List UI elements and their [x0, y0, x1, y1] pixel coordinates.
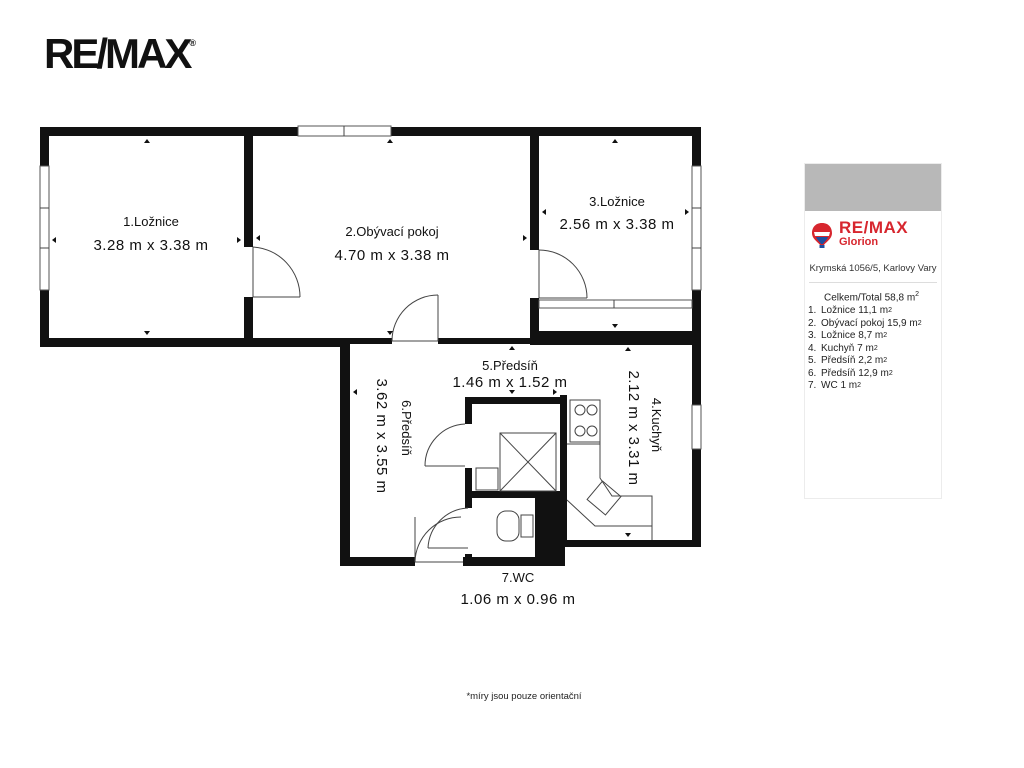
brand-block: RE/MAX Glorion	[811, 218, 941, 249]
registered-mark: ®	[189, 38, 196, 48]
fixtures	[475, 399, 653, 542]
address: Krymská 1056/5, Karlovy Vary	[809, 263, 937, 274]
office-name: Glorion	[839, 236, 879, 248]
wall-hall-left	[340, 338, 350, 566]
info-panel: RE/MAX Glorion Krymská 1056/5, Karlovy V…	[804, 163, 942, 499]
room-6-name: 6.Předsíň	[399, 400, 414, 456]
total-value: 58,8 m	[884, 292, 916, 304]
dimension-ticks	[52, 139, 689, 537]
room-4-dims: 2.12 m x 3.31 m	[625, 370, 642, 485]
kitchen-sink	[586, 480, 622, 516]
room-3-name: 3.Ložnice	[589, 194, 645, 209]
total-area: Celkem/Total 58,8 m2	[824, 291, 920, 304]
brand-name: RE/MAX	[839, 218, 909, 237]
window-kitchen	[691, 404, 702, 450]
washbasin	[475, 467, 499, 491]
wall-bottom-right	[565, 540, 701, 547]
remax-logo-text: RE/MAX	[44, 30, 192, 77]
remax-logo: RE/MAX®	[44, 30, 196, 78]
room-7-name: 7.WC	[502, 570, 535, 585]
window-bedroom1	[39, 165, 50, 291]
room-5-name: 5.Předsíň	[482, 358, 538, 373]
toilet	[496, 510, 520, 542]
room-5-dims: 1.46 m x 1.52 m	[452, 374, 567, 391]
shower	[499, 432, 557, 492]
room-7-dims: 1.06 m x 0.96 m	[460, 591, 575, 608]
room-2-dims: 4.70 m x 3.38 m	[334, 247, 449, 264]
balloon-logo-icon	[812, 223, 832, 248]
wall-bath-top	[465, 397, 565, 404]
room-2-name: 2.Obývací pokoj	[345, 224, 438, 239]
room-6-dims: 3.62 m x 3.55 m	[373, 378, 390, 493]
disclaimer-note: *míry jsou pouze orientační	[466, 691, 582, 702]
wall-kitchen-left	[560, 395, 567, 547]
kitchen-counter	[567, 400, 653, 540]
room-3-dims: 2.56 m x 3.38 m	[559, 216, 674, 233]
windows	[39, 125, 702, 450]
divider	[809, 282, 937, 283]
wall-bath-bottom	[465, 491, 565, 498]
wall-room2-3	[530, 127, 539, 337]
room-labels: 1.Ložnice 3.28 m x 3.38 m 2.Obývací poko…	[93, 194, 674, 608]
room-4-name: 4.Kuchyň	[649, 398, 664, 452]
room-1-dims: 3.28 m x 3.38 m	[93, 237, 208, 254]
wall-room1-2	[244, 127, 253, 347]
wall-hall-top	[350, 338, 700, 344]
doors	[244, 246, 588, 566]
panel-header	[805, 164, 941, 211]
walls	[40, 127, 701, 566]
room-1-name: 1.Ložnice	[123, 214, 179, 229]
total-label: Celkem/Total	[824, 292, 882, 304]
wall-mid-left	[40, 338, 350, 347]
wardrobe-bedroom3	[538, 299, 693, 309]
window-bedroom3	[691, 165, 702, 291]
